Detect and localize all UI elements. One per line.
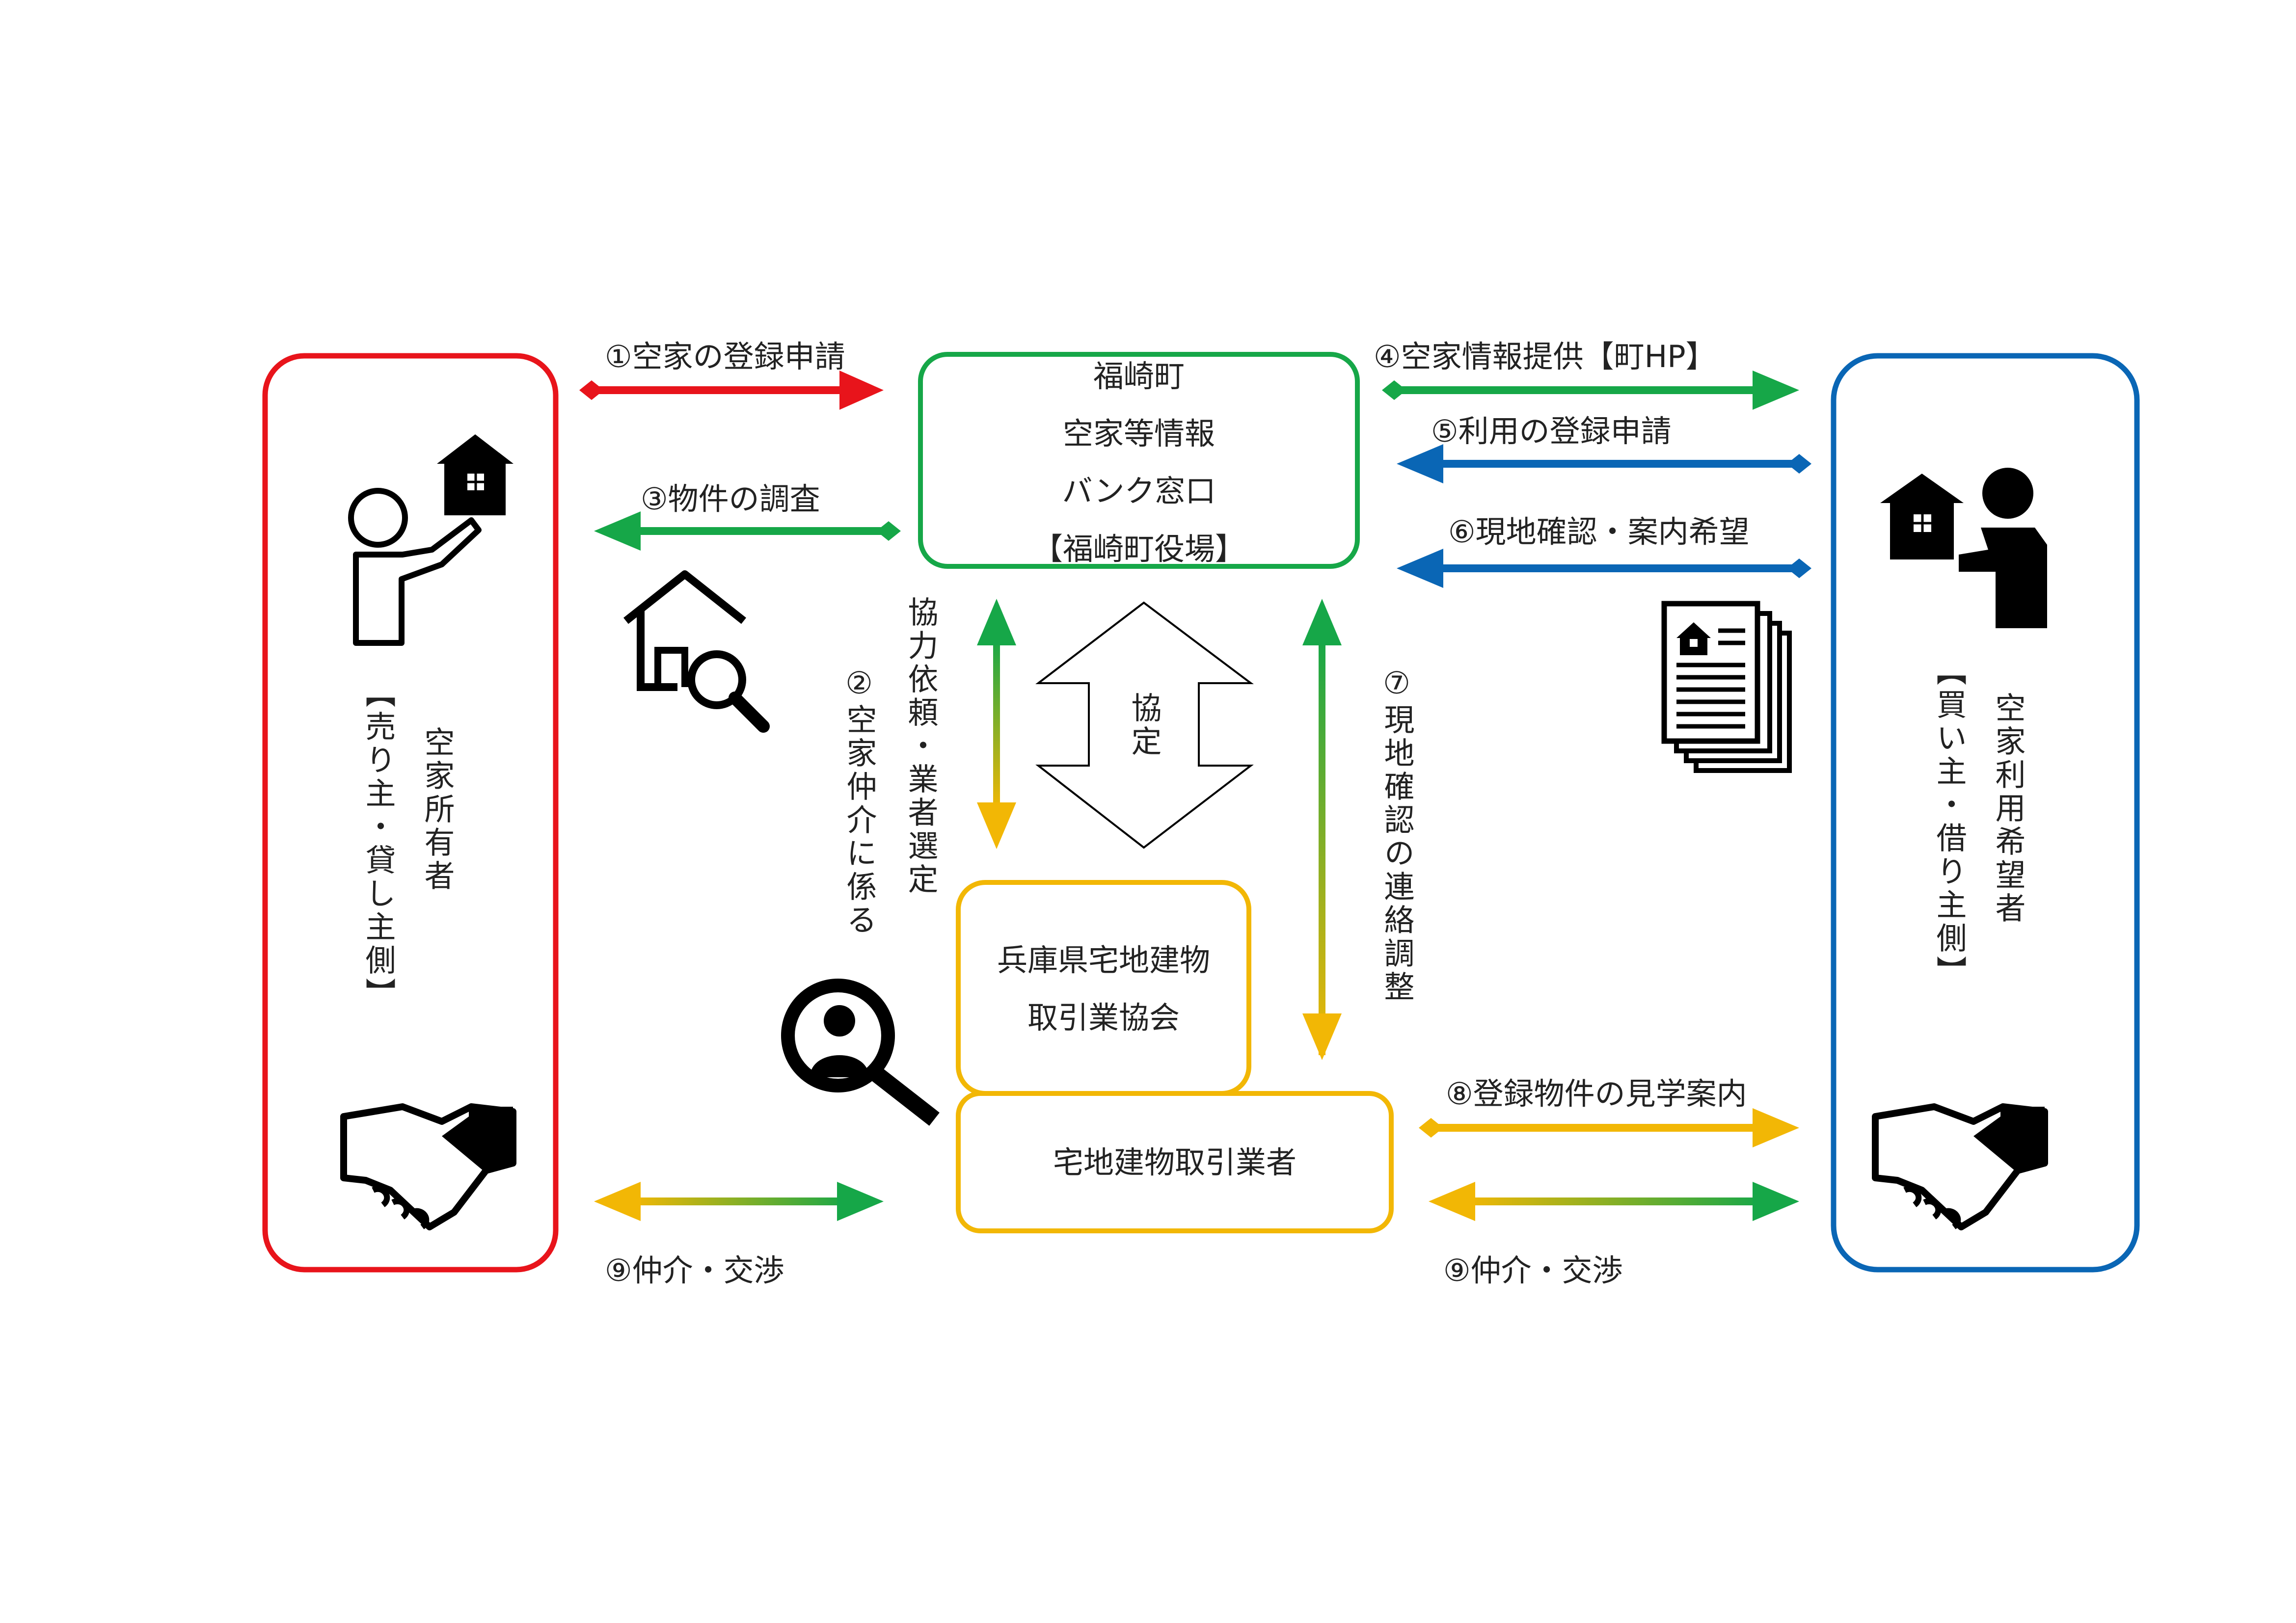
step-2-label-line-2: 協力依頼・業者選定 [903,596,939,897]
applicant-title: 空家利用希望者 [1990,692,2026,926]
handshake-icon [1872,1103,2048,1230]
step-8-label: ⑧登録物件の見学案内 [1446,1076,1747,1112]
step-3-label: ③物件の調査 [641,481,820,517]
arrow-step-3 [594,511,901,551]
step-5-label: ⑤利用の登録申請 [1431,413,1672,449]
arrow-step-5 [1397,444,1811,483]
step-1-label: ①空家の登録申請 [605,339,845,374]
agreement-label: 協定 [1126,692,1162,759]
applicant-role: 【買い主・借り主側】 [1931,655,1967,989]
association-line-1: 兵庫県宅地建物 [997,942,1210,978]
person-carrying-house-icon [1880,468,2047,628]
arrow-step-9-right [1429,1182,1799,1221]
arrow-step-7 [1302,599,1342,1060]
arrow-step-1 [579,371,884,410]
broker-label: 宅地建物取引業者 [1053,1144,1297,1180]
owner-role: 【売り主・貸し主側】 [360,677,396,1011]
bank-line-3: バンク窓口 [1062,473,1216,509]
bank-box [918,352,1360,569]
arrow-step-8 [1419,1108,1799,1147]
person-search-icon [781,979,940,1126]
step-4-label: ④空家情報提供【町HP】 [1374,339,1716,374]
step-2-label-line-1: ②空家仲介に係る [841,665,877,937]
arrow-step-9-left [594,1182,884,1221]
association-line-2: 取引業協会 [1027,1000,1180,1036]
arrow-step-2 [977,599,1016,849]
arrow-step-4 [1382,371,1799,410]
document-stack-icon [1661,601,1792,773]
step-9-right-label: ⑨仲介・交渉 [1443,1252,1623,1288]
association-box [956,880,1251,1096]
step-6-label: ⑥現地確認・案内希望 [1448,514,1750,550]
person-holding-house-icon [348,434,513,646]
owner-box [262,353,559,1273]
bank-line-2: 空家等情報 [1063,416,1215,452]
bank-line-1: 福崎町 [1093,358,1185,394]
owner-title: 空家所有者 [419,726,455,893]
handshake-icon [340,1103,516,1230]
house-search-icon [623,570,770,733]
applicant-box [1831,353,2140,1273]
step-7-label: ⑦現地確認の連絡調整 [1379,665,1415,1004]
broker-box [956,1091,1394,1233]
step-9-left-label: ⑨仲介・交渉 [605,1252,784,1288]
agreement-arrow [1035,601,1254,849]
arrow-step-6 [1397,549,1811,588]
bank-line-4: 【福崎町役場】 [1032,531,1245,567]
